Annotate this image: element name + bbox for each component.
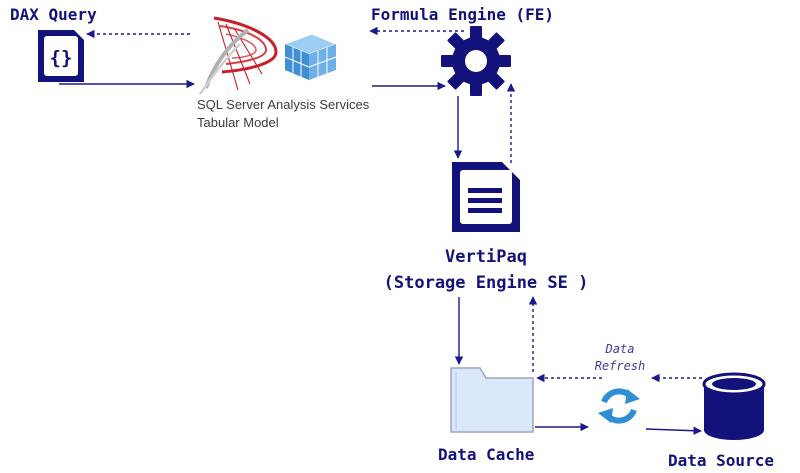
data-source-label: Data Source	[668, 451, 774, 470]
code-document-icon: {}	[38, 30, 84, 82]
braces-glyph: {}	[50, 47, 73, 69]
data-refresh-label-line1: Data	[605, 342, 635, 356]
ssas-label-line1: SQL Server Analysis Services	[197, 97, 370, 112]
ssas-label-line2: Tabular Model	[197, 115, 279, 130]
data-cache-label: Data Cache	[438, 445, 534, 464]
formula-engine-label: Formula Engine (FE)	[371, 5, 554, 24]
arrow-refresh-to-source	[645, 426, 702, 435]
vertipaq-label: VertiPaq	[445, 247, 527, 267]
ssas-logo-icon	[198, 16, 278, 95]
tabular-cube-icon	[283, 33, 338, 80]
database-icon	[702, 372, 766, 440]
folder-icon	[450, 367, 534, 433]
gear-icon	[441, 26, 511, 96]
data-refresh-label-line2: Refresh	[595, 359, 646, 373]
dax-query-label: DAX Query	[10, 5, 97, 24]
document-icon	[452, 162, 520, 232]
refresh-icon	[598, 388, 640, 424]
arrow-dax-to-ssas	[59, 79, 195, 89]
storage-engine-label: (Storage Engine SE )	[384, 273, 589, 293]
